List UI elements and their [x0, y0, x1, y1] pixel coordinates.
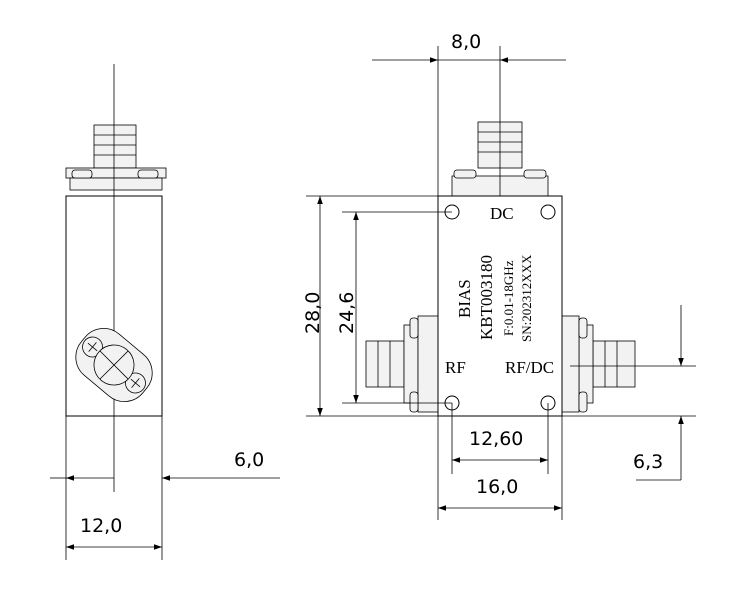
dim-top-width: 8,0	[451, 31, 481, 53]
title-model: KBT003180	[477, 255, 496, 340]
right-rfdc-connector	[561, 315, 636, 413]
rf-port-label: RF	[445, 358, 466, 377]
dim-height-inner: 24,6	[336, 292, 358, 334]
dim-body-width: 16,0	[476, 476, 518, 498]
serial-number: SN:202312XXX	[519, 254, 534, 342]
dim-height-outer: 28,0	[302, 292, 324, 334]
dim-side-offset: 6,0	[234, 449, 264, 471]
front-view: DC RF RF/DC BIAS KBT003180 F:0.01-18GHz …	[302, 31, 696, 520]
freq-range: F:0.01-18GHz	[501, 260, 516, 336]
dim-rf-offset: 6,3	[633, 451, 663, 473]
dim-side-width: 12,0	[80, 515, 122, 537]
top-connector-side	[65, 124, 167, 191]
rfdc-port-label: RF/DC	[505, 358, 554, 377]
left-rf-connector	[365, 315, 439, 413]
title-bias: BIAS	[455, 279, 474, 318]
side-view: 6,0 12,0	[50, 64, 280, 560]
dc-port-label: DC	[490, 204, 514, 223]
mounting-hole-tr	[540, 204, 556, 220]
dim-hole-spacing: 12,60	[469, 428, 523, 450]
